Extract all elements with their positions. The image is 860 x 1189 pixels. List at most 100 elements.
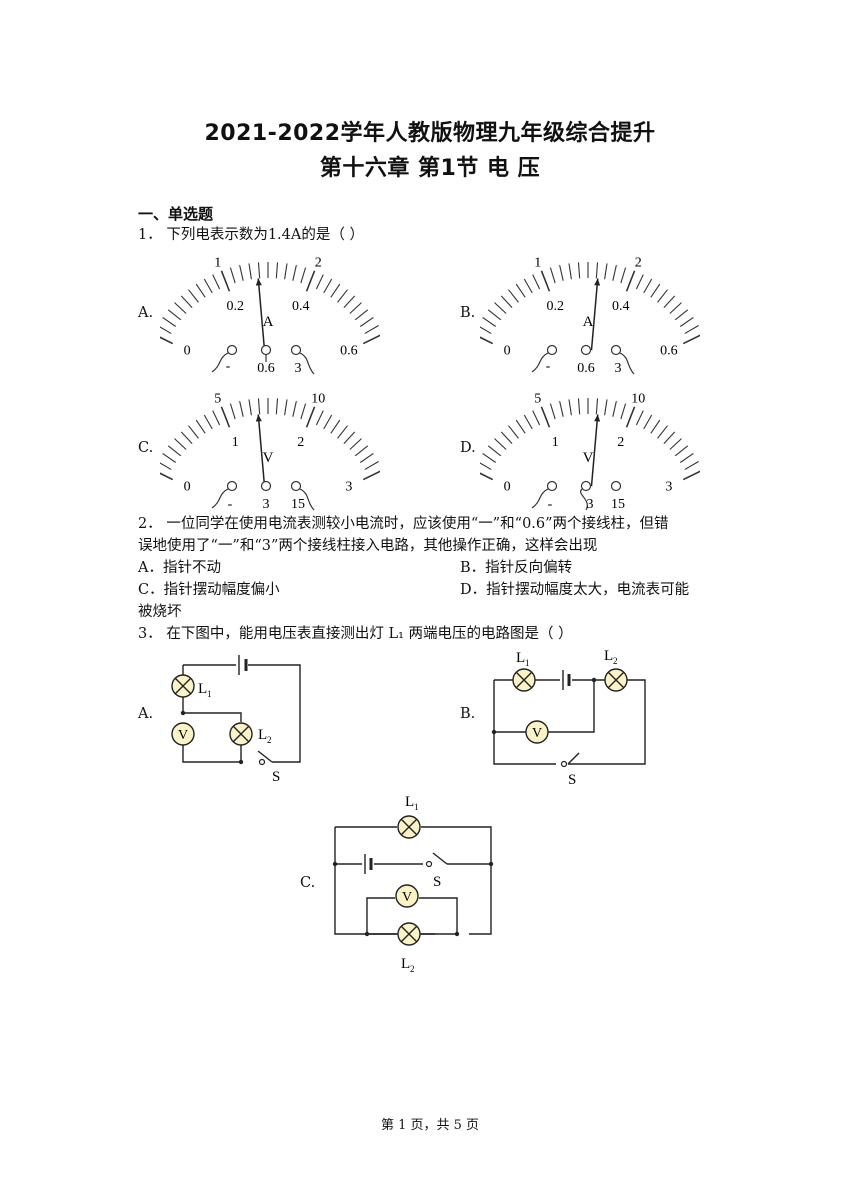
needle xyxy=(590,414,599,487)
tick-mark xyxy=(523,278,533,294)
tick-mark xyxy=(300,267,307,284)
tick-mark xyxy=(625,406,636,428)
tick-mark xyxy=(212,410,221,426)
tick-mark xyxy=(257,398,261,415)
tick-mark xyxy=(359,316,374,327)
lower-tick-label: 0 xyxy=(504,480,511,495)
voltmeter-label: V xyxy=(532,726,542,741)
tick-mark xyxy=(635,274,644,290)
tick-mark xyxy=(480,462,492,471)
tick-mark xyxy=(508,425,519,439)
tick-mark xyxy=(595,262,599,279)
l2-subscript: 2 xyxy=(613,656,618,666)
q1-option-a-label: A. xyxy=(138,305,154,321)
tick-mark xyxy=(487,309,502,321)
l2-subscript: 2 xyxy=(267,735,272,745)
q2-option-d-line2: 被烧坏 xyxy=(138,604,182,620)
voltmeter-icon: V xyxy=(171,722,195,746)
tick-mark xyxy=(508,289,519,303)
tick-mark xyxy=(284,263,288,280)
tick-mark xyxy=(180,295,193,309)
tick-mark xyxy=(684,461,699,471)
meter-c: 0510150123V xyxy=(160,391,380,495)
tick-mark xyxy=(568,399,572,416)
needle xyxy=(257,278,266,351)
tick-mark xyxy=(500,295,513,309)
tick-mark xyxy=(167,309,182,321)
tick-mark xyxy=(663,295,676,309)
l1-label: L xyxy=(405,794,414,810)
terminal-label: 3 xyxy=(295,361,302,376)
needle-tip xyxy=(255,278,262,286)
dial-scale xyxy=(160,262,380,345)
tick-mark xyxy=(162,452,177,463)
tick-mark xyxy=(323,414,333,430)
voltmeter-icon: V xyxy=(525,720,549,744)
tick-mark xyxy=(568,263,572,280)
q2-option-b: B．指针反向偏转 xyxy=(460,560,573,576)
lower-tick-label: 0 xyxy=(184,344,191,359)
tick-mark xyxy=(515,283,526,298)
tick-mark xyxy=(650,419,661,434)
bulb-icon xyxy=(229,722,253,746)
tick-mark xyxy=(323,278,333,294)
needle-tip xyxy=(594,278,601,286)
lower-tick-label: 0 xyxy=(184,480,191,495)
lower-tick-label: 1 xyxy=(232,435,239,450)
tick-mark xyxy=(643,414,653,430)
unit-label: A xyxy=(583,314,594,330)
tick-mark xyxy=(669,302,682,314)
tick-mark xyxy=(343,431,356,445)
upper-tick-label: 5 xyxy=(214,391,221,406)
tick-mark xyxy=(682,470,700,481)
tick-mark xyxy=(174,302,187,314)
tick-mark xyxy=(674,445,689,457)
q2-option-c: C．指针摆动幅度偏小 xyxy=(138,582,280,598)
tick-mark xyxy=(532,410,541,426)
tick-mark xyxy=(300,403,307,420)
bulb-icon xyxy=(512,668,536,692)
tick-mark xyxy=(203,278,213,294)
terminal-label: 15 xyxy=(611,497,625,512)
tick-mark xyxy=(343,295,356,309)
meter-d: 0510150123V xyxy=(480,391,700,495)
tick-mark xyxy=(362,470,380,481)
bulb-icon xyxy=(171,674,195,698)
needle xyxy=(590,278,599,351)
tick-mark xyxy=(188,289,199,303)
tick-mark xyxy=(359,452,374,463)
tick-mark xyxy=(239,401,244,417)
tick-mark xyxy=(220,406,231,428)
tick-mark xyxy=(515,419,526,434)
tick-mark xyxy=(188,425,199,439)
tick-mark xyxy=(330,283,341,298)
l1-subscript: 1 xyxy=(207,689,212,699)
terminals-a: - 0.6 3 xyxy=(211,344,315,376)
tick-mark xyxy=(682,334,700,345)
q3-option-b-label: B. xyxy=(460,706,476,722)
terminal-label: 3 xyxy=(263,497,270,512)
tick-mark xyxy=(364,461,379,471)
tick-mark xyxy=(305,406,316,428)
l2-subscript: 2 xyxy=(410,964,415,974)
tick-mark xyxy=(337,289,348,303)
tick-mark xyxy=(239,265,244,281)
upper-tick-label: 2 xyxy=(635,255,642,270)
tick-mark xyxy=(167,445,182,457)
unit-label: V xyxy=(583,450,594,466)
tick-mark xyxy=(292,265,297,281)
unit-label: V xyxy=(263,450,274,466)
question-1-stem: 1． 下列电表示数为1.4A的是（ ） xyxy=(138,227,364,243)
tick-mark xyxy=(559,265,564,281)
tick-mark xyxy=(684,325,699,335)
dial-scale xyxy=(480,262,700,345)
terminal-label: - xyxy=(226,359,231,374)
tick-mark xyxy=(625,270,636,292)
tick-mark xyxy=(248,399,252,416)
tick-mark xyxy=(229,267,236,284)
l2-label: L xyxy=(401,956,410,972)
tick-mark xyxy=(540,270,551,292)
terminal-label: 3 xyxy=(615,361,622,376)
l1-label: L xyxy=(198,681,207,697)
bulb-icon xyxy=(397,815,421,839)
